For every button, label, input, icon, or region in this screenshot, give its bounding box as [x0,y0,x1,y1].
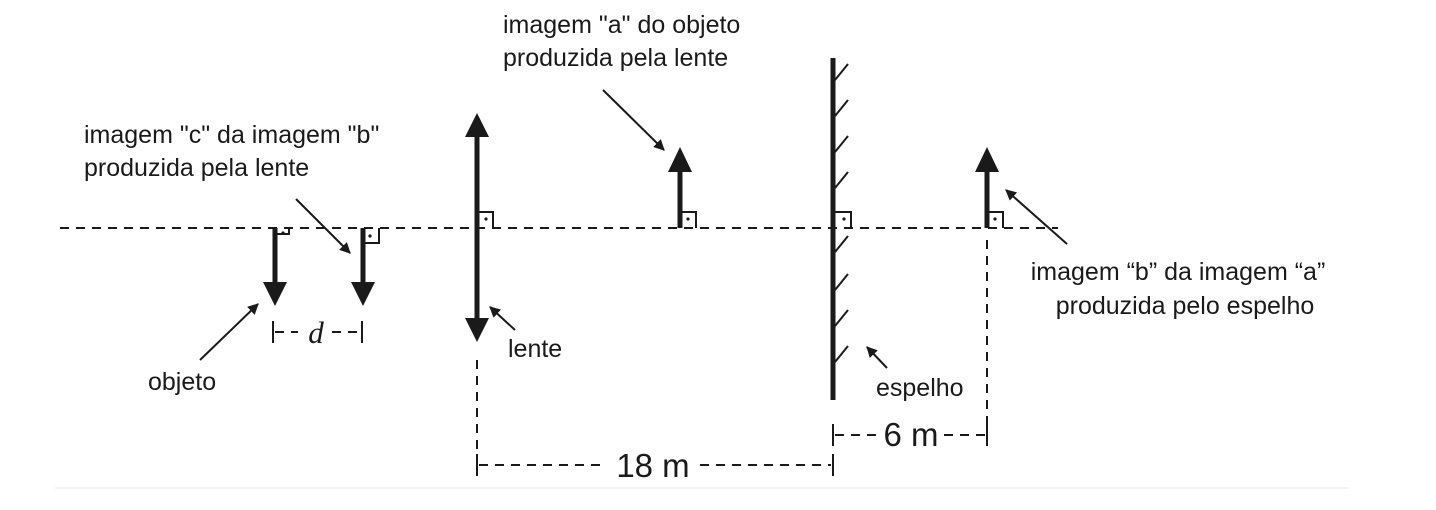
pointer-espelho [866,346,888,369]
dimension-18m-label: 18 m [616,447,689,484]
label-espelho: espelho [876,374,964,402]
label-imagem-b-line2: produzida pelo espelho [1056,292,1315,320]
dimension-6m [832,240,988,446]
dimension-d [272,321,363,343]
label-imagem-a-line2: produzida pela lente [503,44,728,72]
label-imagem-c-line1: imagem "c" da imagem "b" [84,121,379,149]
label-lente: lente [508,335,562,363]
pointer-imagem-a [602,89,665,151]
dimension-6m-label: 6 m [883,416,938,453]
dimension-18m [476,360,834,476]
pointer-imagem-b [1005,189,1068,245]
pointer-objeto [199,303,259,361]
label-imagem-b-line1: imagem “b” da imagem “a” [1031,258,1326,286]
pointer-imagem-c [295,198,351,254]
pointer-lente [489,306,516,331]
label-imagem-a-line1: imagem "a" do objeto [503,11,740,39]
dimension-d-label: d [308,315,324,350]
label-objeto: objeto [148,368,216,396]
image-c-arrow [351,228,380,306]
label-imagem-c-line2: produzida pela lente [84,154,309,182]
image-b-arrow [975,147,1004,228]
lens [465,113,494,342]
object-arrow [263,228,290,306]
mirror [830,58,852,400]
image-a-arrow [668,147,697,228]
